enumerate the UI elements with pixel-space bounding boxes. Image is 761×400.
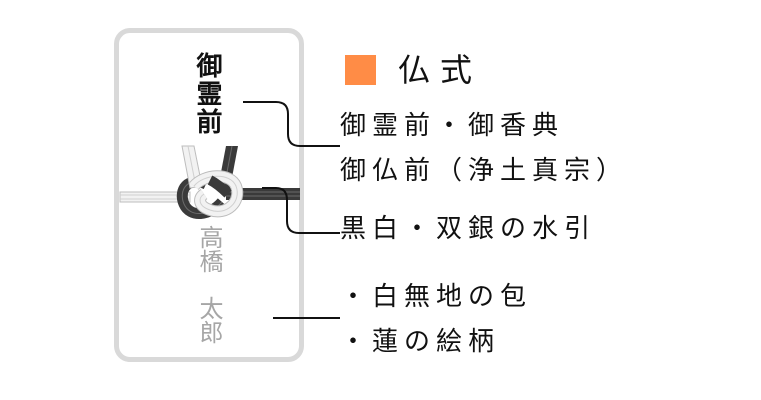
envelope-name-family: 高橋 xyxy=(195,225,223,273)
envelope-omotegaki: 御霊前 xyxy=(192,52,222,136)
envelope-name-given: 太郎 xyxy=(195,296,223,344)
annotation-envelope-line-1: ・白無地の包 xyxy=(340,282,533,312)
annotation-envelope-line-2: ・蓮の絵柄 xyxy=(340,327,501,357)
annotation-omotegaki-line-2: 御仏前（浄土真宗） xyxy=(340,156,629,186)
section-title: 仏式 xyxy=(398,51,483,89)
annotation-omotegaki-line-1: 御霊前・御香典 xyxy=(340,111,565,141)
orange-square-icon xyxy=(345,55,376,85)
annotation-mizuhiki: 黒白・双銀の水引 xyxy=(340,214,597,244)
mizuhiki-knot-icon xyxy=(119,145,300,219)
section-heading: 仏式 xyxy=(345,50,482,90)
